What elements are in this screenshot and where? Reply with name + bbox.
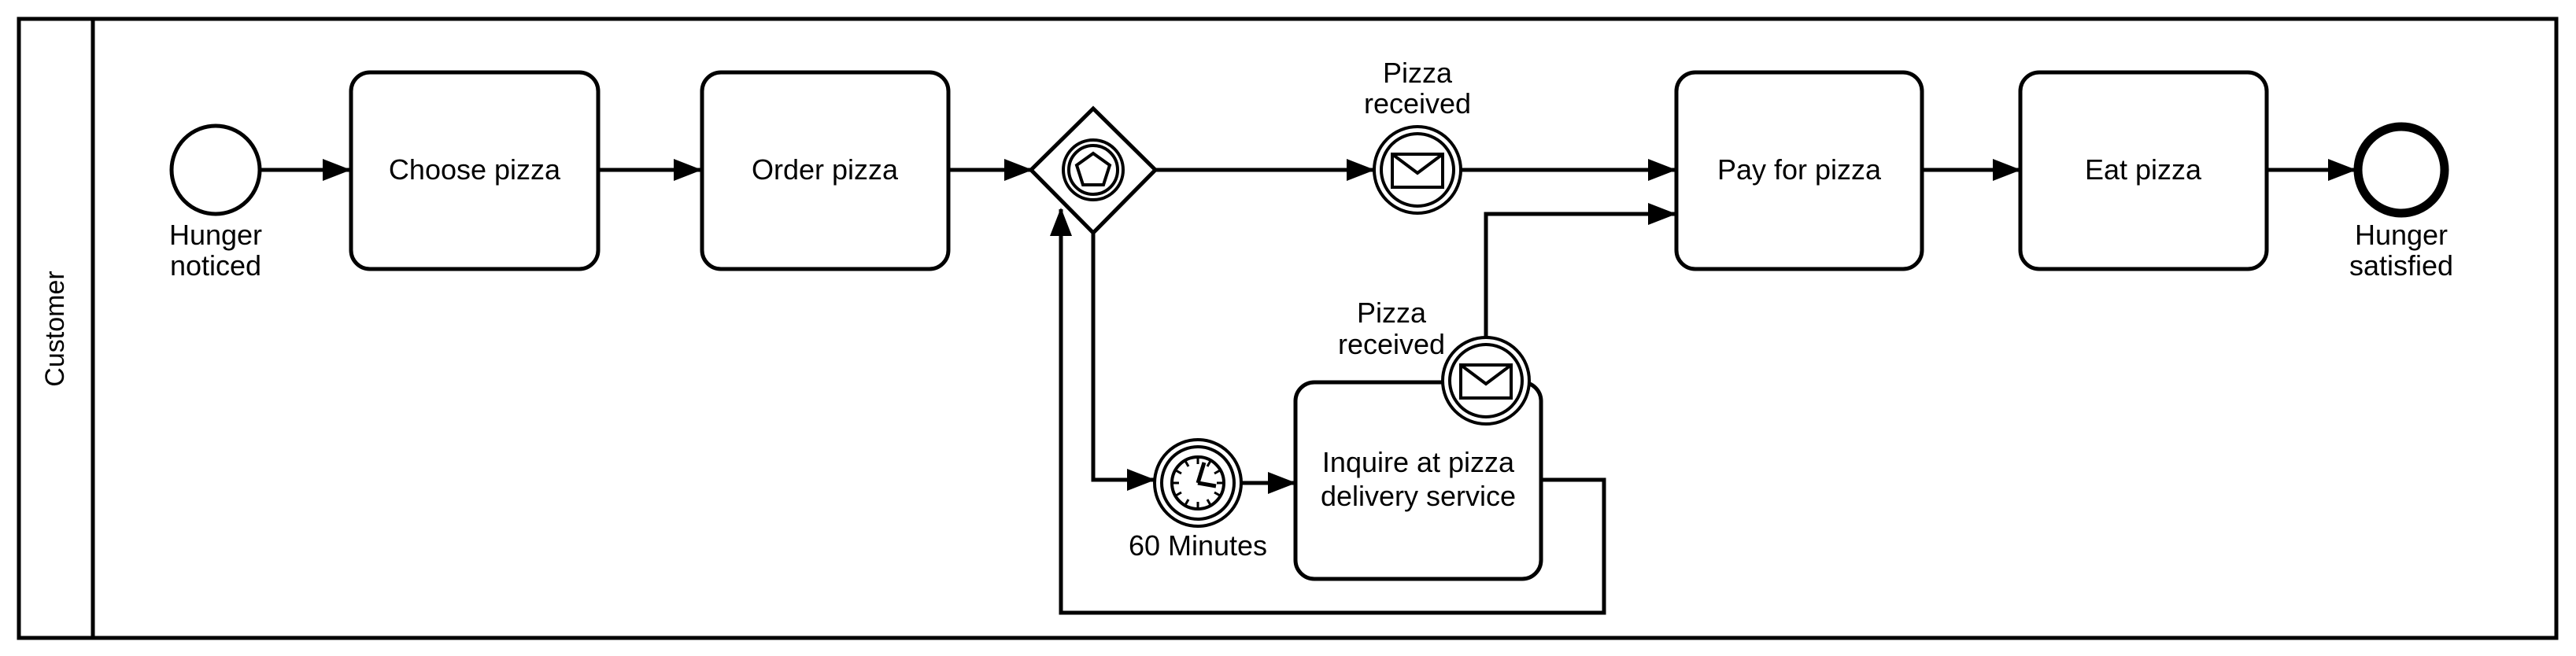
task-order-pizza[interactable]: Order pizza (700, 70, 951, 271)
task-label: Order pizza (752, 153, 899, 186)
event-outer-circle[interactable] (1373, 125, 1462, 215)
event-based-gateway[interactable] (1028, 105, 1159, 236)
flow-boundary-to-pay[interactable] (1484, 203, 1676, 340)
event-outer-circle[interactable] (1441, 336, 1531, 426)
start-event[interactable]: Hunger noticed (169, 123, 262, 282)
end-event-circle[interactable] (2353, 122, 2449, 218)
task-box[interactable] (1293, 380, 1543, 581)
start-event-label-line-1: Hunger (169, 219, 262, 251)
event-inner-circle (1160, 445, 1236, 521)
task-label: Eat pizza (2085, 153, 2202, 186)
task-inquire-delivery-service[interactable]: Inquire at pizza delivery service (1293, 380, 1543, 581)
task-label: Pay for pizza (1717, 153, 1882, 186)
pentagon-icon (1074, 151, 1112, 186)
end-event-label-line-1: Hunger (2355, 219, 2448, 251)
boundary-event-label-line-1: Pizza (1357, 297, 1427, 329)
flow-gateway-to-timer[interactable] (1091, 233, 1155, 491)
task-box[interactable] (1674, 70, 1924, 271)
event-label-line-1: Pizza (1383, 57, 1453, 89)
end-event[interactable]: Hunger satisfied (2349, 122, 2453, 282)
flow-inquire-back-to-gateway[interactable] (1050, 208, 1606, 615)
task-box[interactable] (2018, 70, 2269, 271)
end-event-label-line-2: satisfied (2349, 249, 2453, 282)
task-label-line-1: Inquire at pizza (1322, 446, 1515, 478)
start-event-label-line-2: noticed (170, 249, 261, 282)
event-label-line-2: received (1364, 87, 1471, 120)
timer-event-60-minutes[interactable]: 60 Minutes (1129, 438, 1267, 562)
lane-label: Customer (40, 271, 70, 386)
event-inner-circle (1448, 343, 1524, 418)
task-label-line-2: delivery service (1321, 480, 1516, 512)
task-box[interactable] (700, 70, 951, 271)
message-event-pizza-received[interactable]: Pizza received (1364, 57, 1471, 215)
sequence-flows (260, 159, 2356, 615)
task-label: Choose pizza (389, 153, 561, 186)
gateway-outer-circle (1062, 138, 1125, 201)
timer-event-label: 60 Minutes (1129, 529, 1267, 562)
envelope-icon (1391, 153, 1444, 189)
task-eat-pizza[interactable]: Eat pizza (2018, 70, 2269, 271)
start-event-circle[interactable] (169, 123, 262, 216)
gateway-inner-circle (1067, 144, 1119, 196)
task-pay-for-pizza[interactable]: Pay for pizza (1674, 70, 1924, 271)
envelope-icon (1459, 363, 1513, 400)
event-inner-circle (1380, 132, 1455, 208)
task-box[interactable] (349, 70, 601, 271)
gateway-diamond[interactable] (1028, 105, 1159, 236)
boundary-event-label-line-2: received (1338, 328, 1445, 360)
boundary-message-event-pizza-received[interactable]: Pizza received (1338, 297, 1531, 426)
task-choose-pizza[interactable]: Choose pizza (349, 70, 601, 271)
clock-icon (1170, 455, 1225, 510)
